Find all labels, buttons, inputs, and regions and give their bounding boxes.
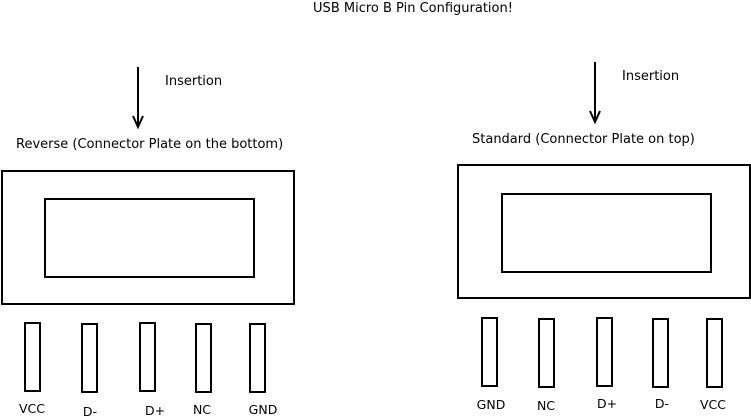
standard-heading: Standard (Connector Plate on top)	[472, 132, 695, 147]
standard-pin-1	[481, 317, 498, 387]
standard-pin-label-4: D-	[655, 396, 669, 411]
standard-pin-label-3: D+	[597, 396, 617, 411]
standard-inner-plate	[501, 193, 712, 273]
standard-pin-label-5: VCC	[700, 397, 726, 412]
reverse-pin-label-3: D+	[145, 403, 165, 418]
standard-pin-label-1: GND	[477, 397, 506, 412]
standard-outer-shell	[457, 164, 751, 299]
reverse-outer-shell	[1, 170, 295, 305]
reverse-pin-label-4: NC	[193, 402, 211, 417]
standard-pin-3	[596, 317, 613, 387]
standard-pin-label-2: NC	[537, 398, 555, 413]
insertion-arrow-right	[589, 62, 601, 125]
reverse-pin-5	[249, 323, 266, 393]
reverse-heading: Reverse (Connector Plate on the bottom)	[16, 137, 283, 152]
insertion-label-right: Insertion	[622, 69, 679, 84]
reverse-pin-3	[139, 322, 156, 392]
insertion-arrow-left	[132, 67, 144, 130]
reverse-pin-label-1: VCC	[19, 401, 45, 416]
reverse-pin-1	[24, 322, 41, 392]
standard-connector-group: Insertion Standard (Connector Plate on t…	[457, 62, 751, 413]
insertion-label-left: Insertion	[165, 74, 222, 89]
reverse-pin-2	[81, 323, 98, 393]
diagram-title: USB Micro B Pin Configuration!	[313, 1, 513, 16]
reverse-connector-group: Insertion Reverse (Connector Plate on th…	[1, 67, 295, 419]
reverse-pin-label-5: GND	[249, 402, 278, 417]
standard-pin-4	[652, 318, 669, 388]
reverse-inner-plate	[44, 198, 255, 278]
standard-pin-2	[538, 318, 555, 388]
reverse-pin-4	[195, 323, 212, 393]
standard-pin-5	[706, 318, 723, 388]
reverse-pin-label-2: D-	[83, 404, 97, 419]
